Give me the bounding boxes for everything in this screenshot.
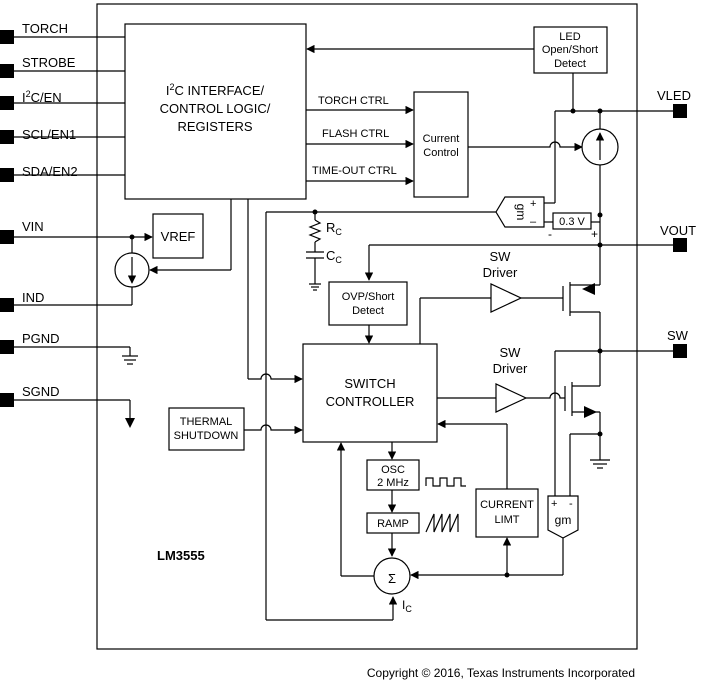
- pin-label-sgnd: SGND: [22, 384, 60, 399]
- pin-sda-en2: [0, 168, 14, 182]
- pin-label-torch: TORCH: [22, 21, 68, 36]
- pin-label-sda-en2: SDA/EN2: [22, 164, 78, 179]
- driver-bottom-line2: Driver: [493, 361, 528, 376]
- pin-ind: [0, 298, 14, 312]
- current-control-line1: Current: [423, 133, 460, 145]
- signal-timeout-ctrl: TIME-OUT CTRL: [312, 165, 397, 177]
- copyright-notice: Copyright © 2016, Texas Instruments Inco…: [367, 666, 635, 680]
- ic-label: IC: [402, 598, 412, 614]
- led-gm-amplifier: [495, 196, 545, 228]
- led-detect-block: [533, 26, 608, 74]
- sense-gm-label: gm: [555, 513, 572, 527]
- current-limit-line2: LIMT: [494, 514, 519, 526]
- vref-label: VREF: [161, 229, 196, 244]
- pin-i2c-en: [0, 96, 14, 110]
- pin-torch: [0, 30, 14, 44]
- voltage-source-03v: [552, 212, 592, 230]
- switch-controller-line1: SWITCH: [344, 376, 395, 391]
- pin-sw: [673, 344, 687, 358]
- driver-bottom-line1: SW: [500, 345, 522, 360]
- pin-label-sw: SW: [667, 328, 689, 343]
- led-gm-label: gm: [514, 204, 528, 221]
- thermal-line1: THERMAL: [180, 416, 233, 428]
- pin-label-vin: VIN: [22, 219, 44, 234]
- pin-vout: [673, 238, 687, 252]
- current-limit-block: [475, 488, 539, 538]
- ovp-line2: Detect: [352, 305, 384, 317]
- led-gm-plus: +: [530, 198, 536, 210]
- pin-strobe: [0, 64, 14, 78]
- vsource-plus: +: [591, 227, 598, 241]
- thermal-line2: SHUTDOWN: [174, 430, 239, 442]
- current-sense-gm-amplifier: [547, 495, 579, 539]
- vref-block: [152, 213, 204, 259]
- signal-torch-ctrl: TORCH CTRL: [318, 95, 389, 107]
- driver-top-line2: Driver: [483, 265, 518, 280]
- led-gm-minus: –: [530, 216, 537, 228]
- ramp-block: [366, 512, 420, 534]
- pin-vled: [673, 104, 687, 118]
- i2c-interface-block: [124, 23, 307, 200]
- thermal-shutdown-block: [168, 407, 245, 451]
- ramp-label: RAMP: [377, 518, 409, 530]
- switch-controller-block: [302, 343, 438, 443]
- pin-label-vout: VOUT: [660, 223, 696, 238]
- pin-sgnd: [0, 393, 14, 407]
- i2c-block-line3: REGISTERS: [177, 119, 252, 134]
- vsource-minus: -: [548, 227, 552, 241]
- chip-name: LM3555: [157, 548, 205, 563]
- switch-controller-line2: CONTROLLER: [326, 394, 415, 409]
- pin-label-i2c-en: I2C/EN: [22, 89, 62, 105]
- summing-symbol: Σ: [388, 571, 396, 586]
- current-control-block: [413, 91, 469, 198]
- voltage-source-label: 0.3 V: [559, 216, 585, 228]
- pin-label-ind: IND: [22, 290, 44, 305]
- osc-waveform: [425, 477, 466, 487]
- led-detect-line3: Detect: [554, 58, 586, 70]
- led-detect-line1: LED: [559, 31, 580, 43]
- i2c-block-line2: CONTROL LOGIC/: [160, 101, 271, 116]
- driver-top-line1: SW: [490, 249, 512, 264]
- osc-line2: 2 MHz: [377, 477, 409, 489]
- sense-gm-minus: -: [569, 498, 573, 510]
- i2c-block-line1: I2C INTERFACE/: [166, 82, 265, 98]
- pin-label-vled: VLED: [657, 88, 691, 103]
- pin-label-pgnd: PGND: [22, 331, 60, 346]
- signal-flash-ctrl: FLASH CTRL: [322, 128, 389, 140]
- pin-scl-en1: [0, 130, 14, 144]
- pin-label-scl-en1: SCL/EN1: [22, 127, 76, 142]
- pin-label-strobe: STROBE: [22, 55, 76, 70]
- high-side-pmos: [562, 245, 601, 351]
- left-pins: [0, 30, 14, 407]
- pin-vin: [0, 230, 14, 244]
- sense-gm-plus: +: [551, 498, 557, 510]
- ovp-line1: OVP/Short: [342, 291, 395, 303]
- current-control-line2: Control: [423, 147, 458, 159]
- pin-pgnd: [0, 340, 14, 354]
- osc-block: [366, 459, 420, 491]
- osc-line1: OSC: [381, 464, 405, 476]
- ramp-waveform: [425, 513, 459, 533]
- current-limit-line1: CURRENT: [480, 499, 534, 511]
- ovp-detect-block: [328, 281, 408, 326]
- led-detect-line2: Open/Short: [542, 44, 598, 56]
